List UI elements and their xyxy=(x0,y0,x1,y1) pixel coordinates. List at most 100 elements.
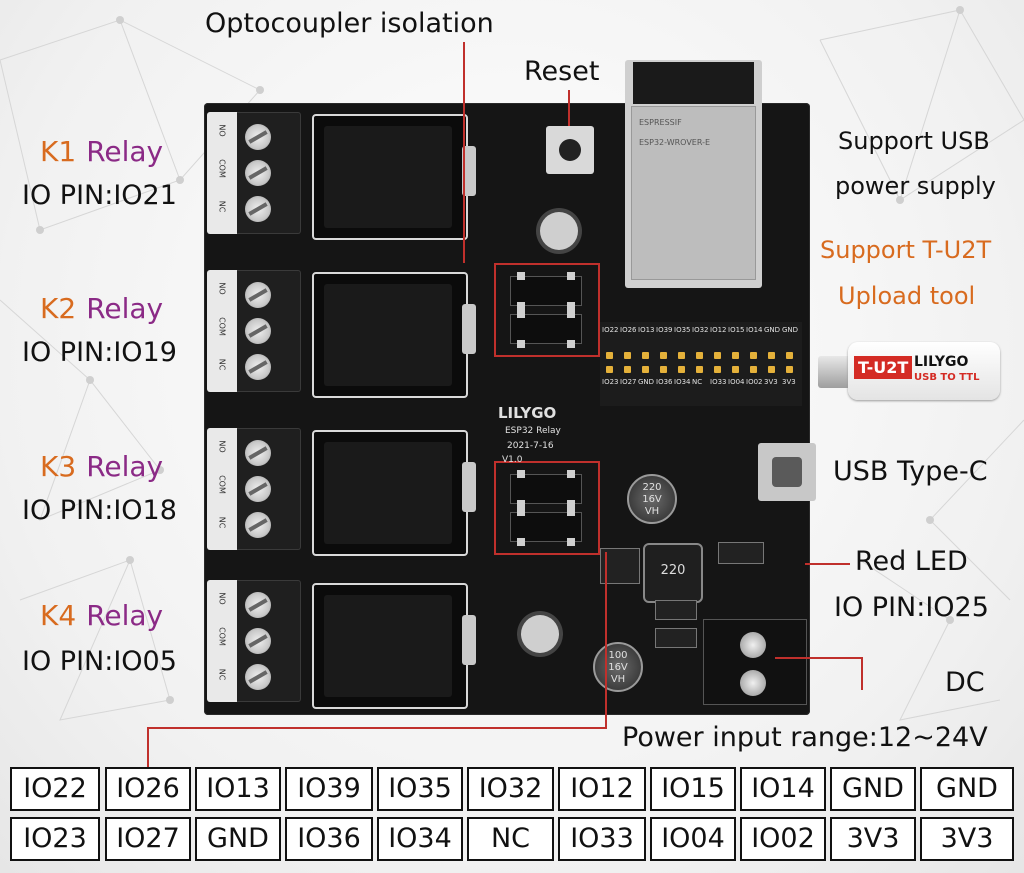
cap-label: 16V xyxy=(608,662,628,673)
header-pin xyxy=(606,366,613,373)
header-pin xyxy=(786,366,793,373)
header-pin xyxy=(786,352,793,359)
relay-name: K3 xyxy=(40,450,77,483)
board-model: ESP32 Relay xyxy=(505,426,561,436)
relay-k2-pin: IO PIN:IO19 xyxy=(22,337,177,368)
header-pin-label: IO23 xyxy=(602,378,619,386)
usb-c-plug xyxy=(818,356,852,388)
header-pin-label: IO33 xyxy=(710,378,727,386)
pin-table-cell: IO15 xyxy=(650,767,736,811)
optocoupler-chip xyxy=(510,272,582,310)
module-brand: ESPRESSIF xyxy=(639,118,682,127)
header-pin xyxy=(696,352,703,359)
red-led-pin-label: IO PIN:IO25 xyxy=(834,592,989,623)
screw-icon xyxy=(245,196,271,222)
header-pin xyxy=(606,352,613,359)
header-pin-label: IO36 xyxy=(656,378,673,386)
relay-name: K2 xyxy=(40,292,77,325)
header-pin xyxy=(768,366,775,373)
screw-icon xyxy=(245,476,271,502)
header-pin xyxy=(624,352,631,359)
t-u2t-label-1: Support T-U2T xyxy=(820,236,992,264)
header-pin-label: IO27 xyxy=(620,378,637,386)
pin-table-cell: IO34 xyxy=(377,817,463,861)
antenna xyxy=(633,62,754,104)
screw-icon xyxy=(245,512,271,538)
diode xyxy=(655,628,697,648)
pin-table-cell: IO13 xyxy=(195,767,281,811)
optocoupler-chip xyxy=(510,508,582,546)
pin-table-cell: IO39 xyxy=(285,767,373,811)
terminal-label: NC xyxy=(217,358,227,371)
header-pin xyxy=(750,352,757,359)
screw-icon xyxy=(245,592,271,618)
capacitor-220uf: 220 16V VH xyxy=(627,474,677,524)
relay-k1-pin: IO PIN:IO21 xyxy=(22,180,177,211)
screw-icon xyxy=(245,664,271,690)
header-pin-label: GND xyxy=(638,378,655,386)
pin-table-cell: GND xyxy=(920,767,1014,811)
header-pin-label: IO22 xyxy=(602,326,619,334)
mounting-hole xyxy=(540,212,578,250)
header-pin-label: IO14 xyxy=(746,326,763,334)
terminal-label: NC xyxy=(217,200,227,213)
cap-label: 220 xyxy=(642,482,662,493)
cap-label: VH xyxy=(610,674,626,685)
header-pin-label: IO26 xyxy=(620,326,637,334)
terminal-p1: NO COM NC xyxy=(207,112,301,234)
header-pin xyxy=(696,366,703,373)
terminal-p2: NO COM NC xyxy=(207,270,301,392)
pin-table-cell: IO27 xyxy=(105,817,191,861)
cap-label: 16V xyxy=(642,494,662,505)
inductor-label: 220 xyxy=(660,563,686,578)
terminal-label: COM xyxy=(217,317,227,336)
header-pin xyxy=(660,366,667,373)
header-pin-label: IO34 xyxy=(674,378,691,386)
header-pin xyxy=(714,352,721,359)
terminal-label: NO xyxy=(217,124,227,137)
optocoupler-label: Optocoupler isolation xyxy=(205,8,494,39)
tool-subtitle: USB TO TTL xyxy=(914,372,980,383)
usb-power-label-1: Support USB xyxy=(838,127,990,155)
header-pin-label: IO35 xyxy=(674,326,691,334)
pin-table-cell: IO14 xyxy=(740,767,826,811)
ic-chip xyxy=(600,548,640,584)
header-pin xyxy=(732,366,739,373)
screw-icon xyxy=(740,670,766,696)
pin-table-cell: IO35 xyxy=(377,767,463,811)
red-led-label: Red LED xyxy=(855,546,968,577)
tool-brand: LILYGO xyxy=(914,354,969,370)
pin-table-cell: GND xyxy=(830,767,916,811)
pin-table-cell: IO12 xyxy=(558,767,646,811)
header-pin xyxy=(624,366,631,373)
pin-table-cell: IO22 xyxy=(10,767,100,811)
header-pin xyxy=(714,366,721,373)
terminal-side: NO COM NC xyxy=(207,112,237,234)
screw-icon xyxy=(740,632,766,658)
screw-icon xyxy=(245,318,271,344)
mounting-hole xyxy=(521,615,559,653)
pin-table-cell: IO23 xyxy=(10,817,100,861)
terminal-label: NC xyxy=(217,668,227,681)
header-pin xyxy=(750,366,757,373)
optocoupler-chip xyxy=(510,310,582,348)
header-pin xyxy=(642,352,649,359)
terminal-label: NO xyxy=(217,440,227,453)
pin-table-cell: IO36 xyxy=(285,817,373,861)
relay-k4 xyxy=(312,583,476,709)
dc-terminal xyxy=(703,619,807,705)
header-pin xyxy=(732,352,739,359)
diode xyxy=(655,600,697,620)
terminal-p4: NO COM NC xyxy=(207,580,301,702)
relay-label: Relay xyxy=(86,135,164,168)
relay-k3-pin: IO PIN:IO18 xyxy=(22,495,177,526)
inductor: 220 xyxy=(643,543,703,603)
header-pin-label: IO15 xyxy=(728,326,745,334)
screw-icon xyxy=(245,160,271,186)
terminal-label: NO xyxy=(217,282,227,295)
dc-label: DC xyxy=(945,667,985,698)
terminal-label: NC xyxy=(217,516,227,529)
header-pin xyxy=(678,352,685,359)
